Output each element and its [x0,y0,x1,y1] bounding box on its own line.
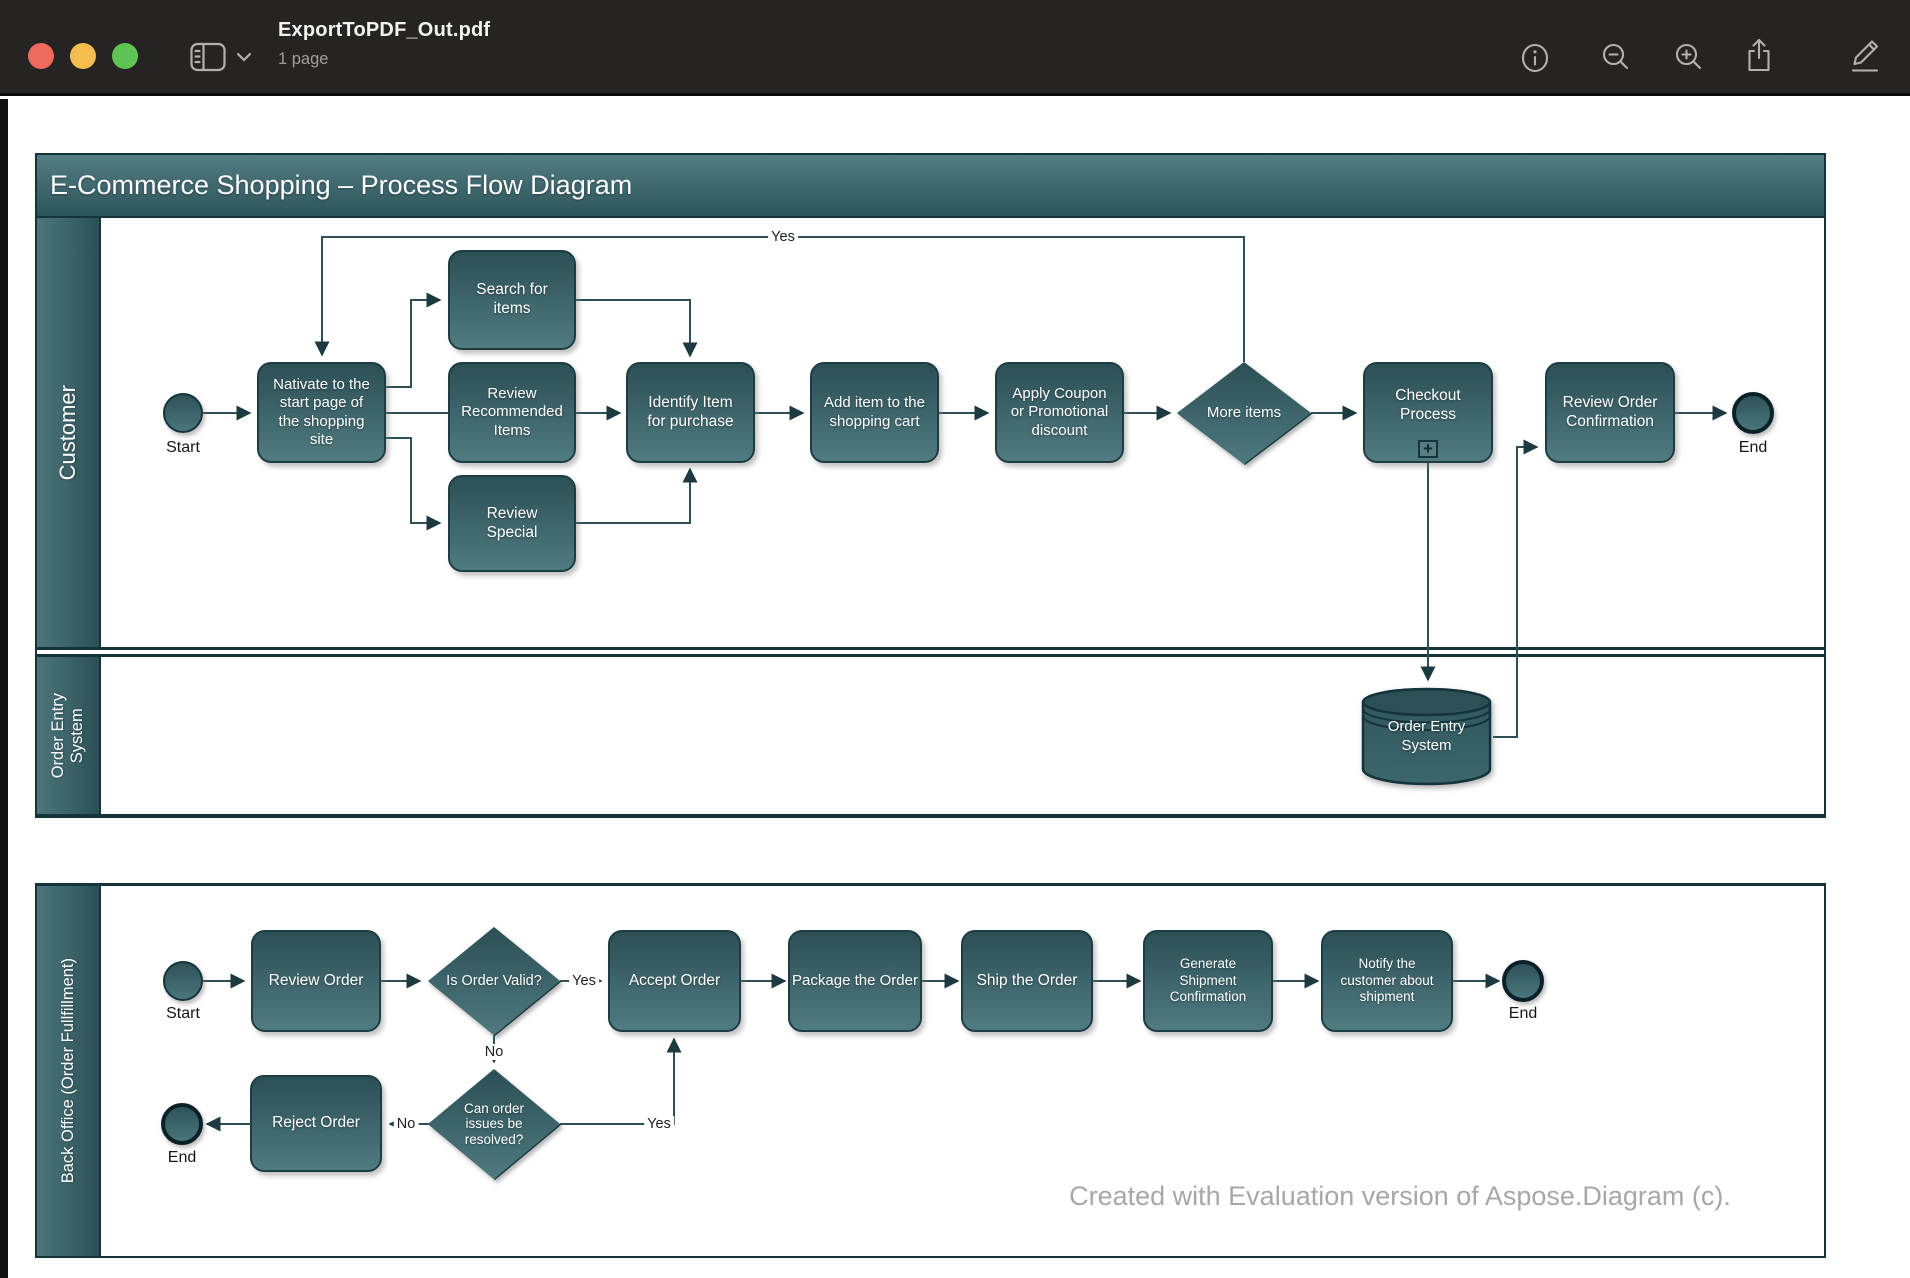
node-identify-item: Identify Item for purchase [626,362,755,463]
pdf-page: E-Commerce Shopping – Process Flow Diagr… [0,99,1910,1278]
edge-label-valid-yes: Yes [569,973,599,989]
lane-divider [37,647,1824,657]
start-event-customer-label: Start [166,439,200,456]
edge-label-valid-no: No [481,1044,507,1060]
minimize-button[interactable] [70,43,96,69]
lane-order-entry-text: Order Entry System [49,692,86,779]
page-count: 1 page [278,50,329,68]
lane-back-office-text: Back Office (Order Fullfillment) [58,958,77,1184]
start-event-back-office-label: Start [166,1005,200,1022]
end-event-back-office-label: End [1508,1005,1538,1022]
lane-label-back-office: Back Office (Order Fullfillment) [37,886,101,1256]
end-event-customer-label: End [1738,439,1768,456]
markup-icon[interactable] [1848,38,1882,74]
node-add-item-to-cart: Add item to the shopping cart [810,362,939,463]
document-title: ExportToPDF_Out.pdf [278,19,491,41]
titlebar: ExportToPDF_Out.pdf 1 page [0,0,1910,96]
end-event-back-office [1502,960,1544,1002]
sidebar-icon[interactable] [190,42,228,72]
start-event-back-office [163,961,203,1001]
datastore-label: Order Entry System [1387,718,1466,754]
node-notify-customer: Notify the customer about shipment [1321,930,1453,1032]
start-event-customer [163,393,203,433]
node-generate-shipment-confirmation: Generate Shipment Confirmation [1143,930,1273,1032]
end-event-reject [161,1103,203,1145]
node-ship-order: Ship the Order [961,930,1093,1032]
end-event-customer [1732,392,1774,434]
lane-label-customer: Customer [37,218,101,647]
node-package-order: Package the Order [788,930,922,1032]
node-navigate-start-page: Nativate to the start page of the shoppi… [257,362,386,463]
edge-label-loop-yes: Yes [768,229,798,245]
gateway-is-order-valid: Is Order Valid? [428,927,560,1035]
subprocess-plus-icon: + [1418,440,1438,458]
gateway-can-resolve: Can order issues be resolved? [428,1069,560,1179]
window-left-edge [0,99,8,1278]
info-icon[interactable] [1520,42,1550,74]
diagram-title-band: E-Commerce Shopping – Process Flow Diagr… [37,155,1824,218]
zoom-out-icon[interactable] [1601,42,1631,72]
chevron-down-icon[interactable] [236,52,252,62]
edge-label-resolve-no: No [393,1116,419,1132]
node-checkout-process: Checkout Process + [1363,362,1493,463]
node-search-for-items: Search for items [448,250,576,350]
pool-shopping: E-Commerce Shopping – Process Flow Diagr… [35,153,1826,818]
gateway-more-items: More items [1177,362,1311,464]
node-review-recommended: Review Recommended Items [448,362,576,463]
zoom-window-button[interactable] [112,43,138,69]
evaluation-watermark: Created with Evaluation version of Aspos… [1069,1181,1731,1211]
node-apply-coupon: Apply Coupon or Promotional discount [995,362,1124,463]
node-review-order: Review Order [251,930,381,1032]
share-icon[interactable] [1744,38,1774,74]
end-event-reject-label: End [167,1149,197,1166]
datastore-order-entry-system: Order Entry System [1360,686,1493,788]
close-button[interactable] [28,43,54,69]
lane-customer-text: Customer [55,384,81,481]
zoom-in-icon[interactable] [1674,42,1704,72]
edge-label-resolve-yes: Yes [644,1116,674,1132]
node-review-special: Review Special [448,475,576,572]
lane-label-order-entry: Order Entry System [37,657,101,814]
node-accept-order: Accept Order [608,930,741,1032]
node-review-order-confirmation: Review Order Confirmation [1545,362,1675,463]
node-reject-order: Reject Order [250,1075,382,1172]
diagram-title: E-Commerce Shopping – Process Flow Diagr… [50,170,633,200]
